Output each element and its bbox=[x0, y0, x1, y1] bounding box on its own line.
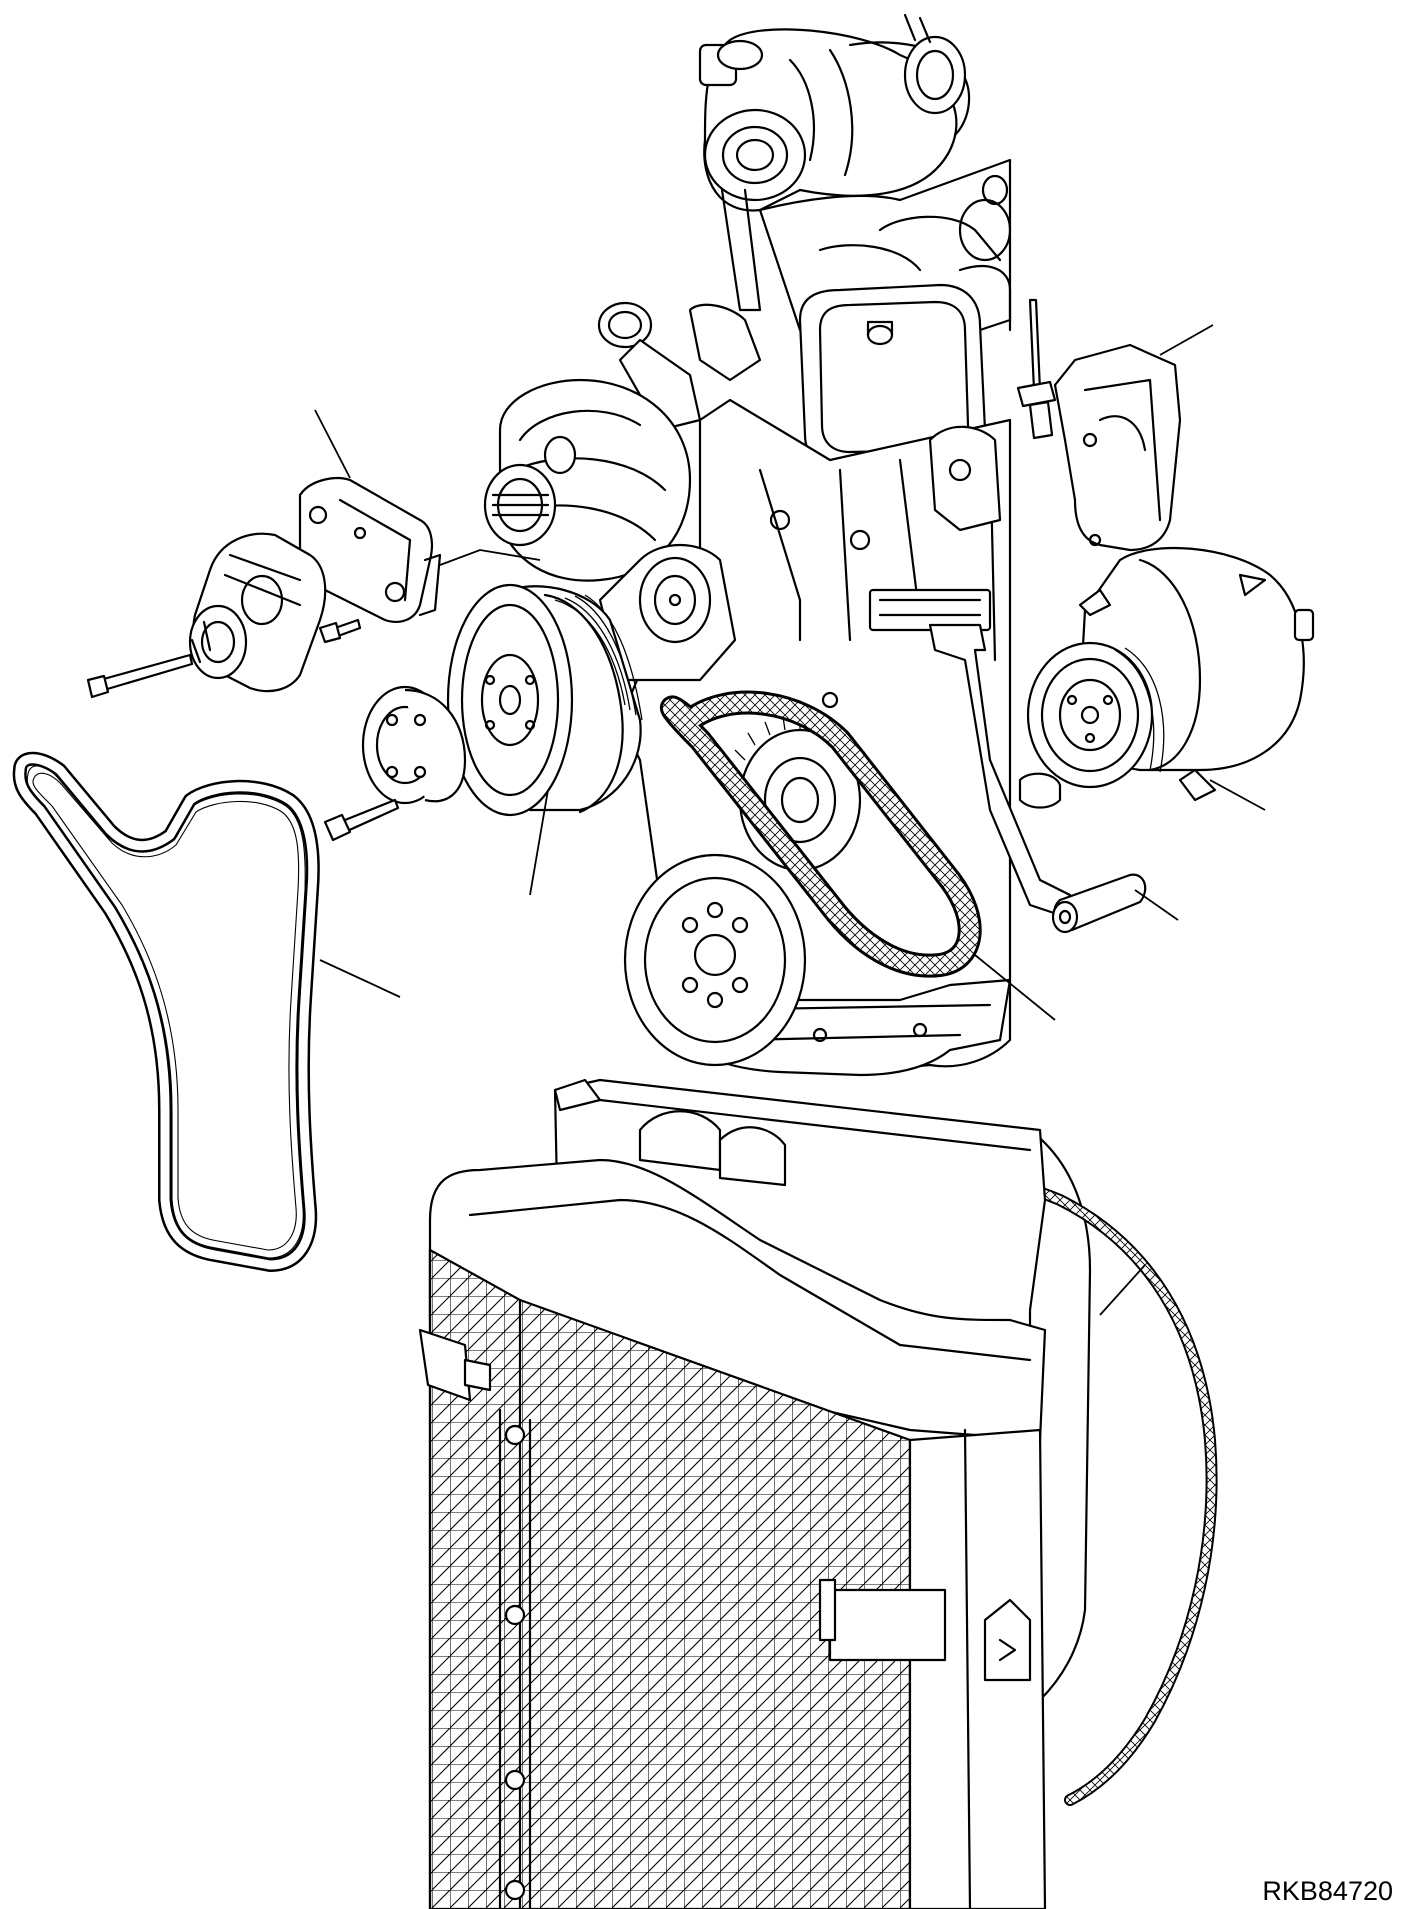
leader-fan-belt bbox=[319, 959, 401, 998]
leader-compressor-bracket bbox=[1159, 324, 1214, 356]
rocker-cover bbox=[798, 265, 1012, 472]
compressor-support-arm bbox=[928, 623, 1072, 917]
compressor-bracket bbox=[1016, 298, 1182, 552]
leader-spacer bbox=[1134, 889, 1179, 921]
thermostat-housing bbox=[597, 301, 762, 432]
fan-spacer bbox=[361, 685, 467, 805]
spacer-bolt bbox=[323, 798, 400, 842]
leader-lines bbox=[314, 324, 1266, 1316]
leader-tensioner-bracket bbox=[314, 409, 351, 479]
alternator bbox=[483, 378, 692, 582]
compressor-belt bbox=[659, 690, 982, 978]
leader-shroud-seal bbox=[1099, 1264, 1146, 1316]
fan-belt bbox=[12, 751, 320, 1272]
turbocharger bbox=[698, 13, 971, 312]
leader-fan-pulley bbox=[529, 789, 549, 896]
engine-assembly bbox=[483, 13, 1012, 1077]
water-pump bbox=[598, 543, 737, 682]
leader-compressor-belt bbox=[974, 954, 1056, 1021]
fan-pulley bbox=[446, 583, 643, 817]
crankshaft-pulley bbox=[623, 853, 807, 1067]
radiator bbox=[418, 1078, 1218, 1909]
compressor-spacer bbox=[1051, 873, 1147, 934]
air-conditioner-compressor bbox=[1026, 546, 1315, 802]
figure-code: RKB84720 bbox=[1262, 1876, 1393, 1906]
alternator-belt-tensioner bbox=[188, 532, 327, 693]
tensioner-bolt bbox=[86, 653, 194, 699]
bracket-bolt bbox=[318, 618, 362, 644]
leader-compressor bbox=[1209, 779, 1266, 811]
leader-bracket-arm bbox=[439, 549, 541, 566]
